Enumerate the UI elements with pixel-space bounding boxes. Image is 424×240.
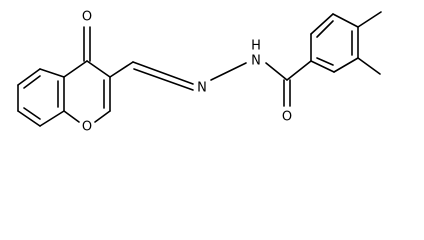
bond [310, 13, 334, 35]
bond [210, 62, 247, 81]
bond [132, 61, 194, 85]
atom-labels: O O N N H O [82, 10, 292, 135]
bond [357, 57, 381, 75]
bond [94, 110, 111, 123]
bond [333, 57, 359, 73]
bond [86, 60, 111, 78]
bond [133, 68, 194, 91]
amide-oxygen-label: O [282, 110, 292, 125]
bond [17, 110, 41, 127]
bond [63, 60, 88, 78]
bond [39, 110, 65, 127]
bond [286, 60, 312, 81]
bond [109, 61, 134, 78]
carbonyl-oxygen-label: O [82, 10, 92, 25]
bond [310, 60, 335, 73]
bond [23, 75, 41, 89]
bond [63, 110, 80, 123]
amide-hydrogen-label: H [251, 39, 261, 54]
bonds [17, 11, 382, 127]
chemical-structure-diagram: O O N N H O [17, 10, 382, 135]
imine-nitrogen-label: N [197, 81, 207, 96]
amide-nitrogen-label: N [251, 54, 261, 69]
ring-oxygen-label: O [82, 120, 92, 135]
bond [316, 57, 334, 66]
bond [357, 11, 382, 28]
bond [265, 62, 288, 81]
bond [17, 68, 41, 86]
bond [316, 20, 334, 38]
bond [332, 13, 359, 28]
bond [23, 107, 41, 120]
bond [39, 68, 65, 78]
